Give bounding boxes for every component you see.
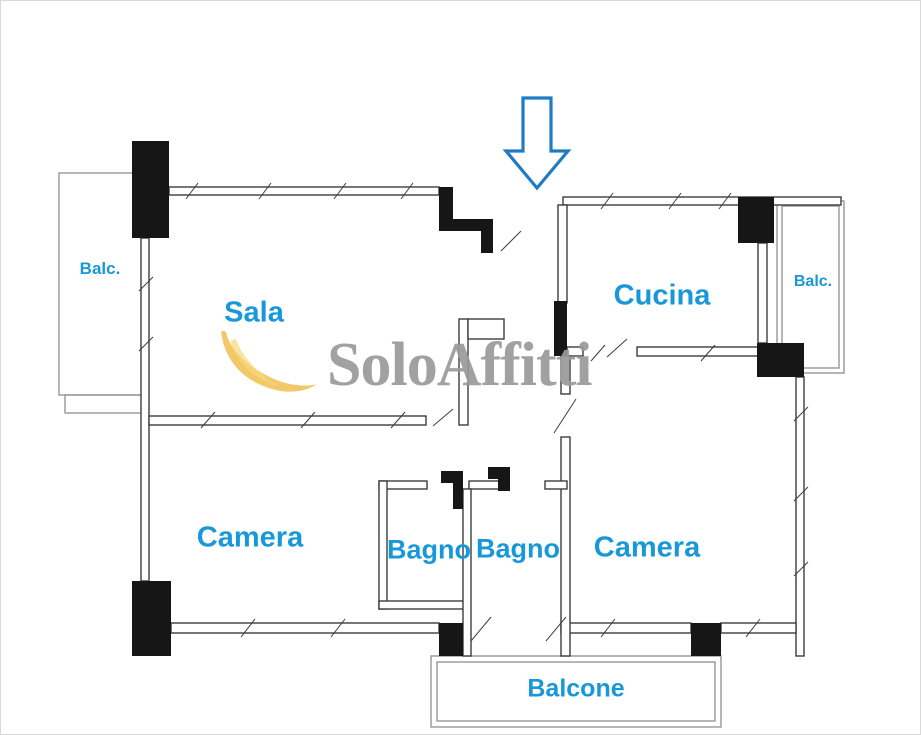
room-label-camera-left: Camera xyxy=(196,521,304,554)
walls xyxy=(140,186,842,657)
room-label-sala: Sala xyxy=(224,296,284,329)
tick-marks xyxy=(138,182,809,642)
balcony-outlines xyxy=(58,172,845,728)
entrance-arrow-icon xyxy=(502,96,572,191)
room-label-balc-left: Balc. xyxy=(79,259,121,278)
room-label-balcone: Balcone xyxy=(527,674,625,703)
room-label-cucina: Cucina xyxy=(613,279,711,312)
room-label-camera-right: Camera xyxy=(593,531,701,564)
room-label-balc-right: Balc. xyxy=(793,273,833,290)
room-label-bagno-left: Bagno xyxy=(387,534,471,565)
room-label-bagno-right: Bagno xyxy=(476,533,560,564)
structural-walls xyxy=(132,141,804,656)
